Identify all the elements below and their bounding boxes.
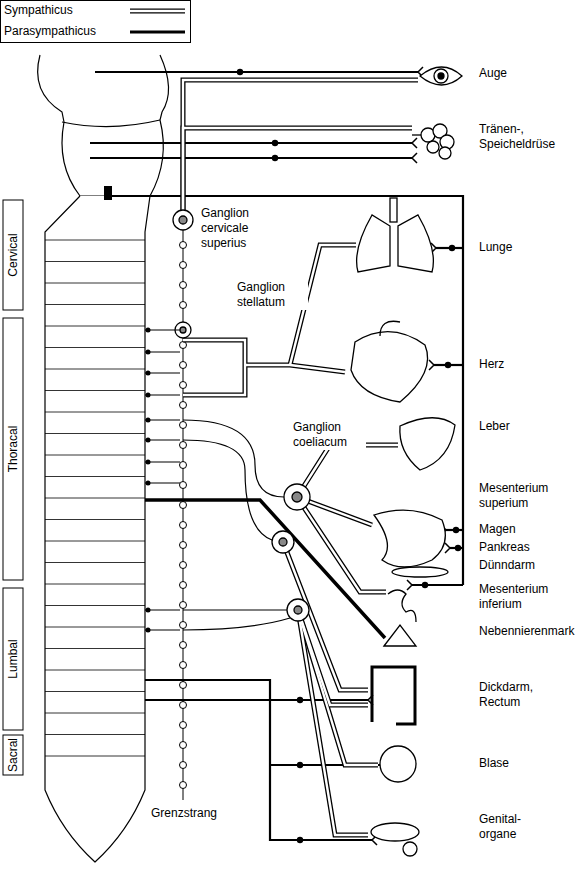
synapse-marks bbox=[145, 67, 461, 845]
part-label: Ganglion coeliacum bbox=[292, 420, 366, 450]
part-label: Dickdarm, Rectum bbox=[478, 680, 555, 710]
part-label: Magen bbox=[478, 522, 517, 537]
part-label: Pankreas bbox=[478, 540, 531, 555]
legend-text: Parasympathicus bbox=[4, 24, 96, 39]
part-label: Leber bbox=[478, 419, 511, 434]
brain-and-cord bbox=[38, 55, 169, 862]
region-label: Thoracal bbox=[6, 425, 21, 474]
part-label: Dünndarm bbox=[478, 558, 536, 573]
part-label: Genital- organe bbox=[478, 812, 532, 842]
region-label: Cervical bbox=[6, 232, 21, 277]
part-label: Ganglion stellatum bbox=[236, 280, 308, 310]
region-brackets bbox=[3, 200, 23, 775]
ganglia bbox=[173, 210, 310, 621]
preganglionic-lines bbox=[183, 420, 290, 630]
part-label: Herz bbox=[478, 357, 505, 372]
parasympathicus-lines bbox=[90, 72, 463, 840]
organs bbox=[351, 67, 462, 856]
region-label: Sacral bbox=[6, 737, 21, 773]
nebennieren-line bbox=[145, 500, 385, 638]
eye bbox=[420, 67, 462, 85]
part-label: Auge bbox=[478, 66, 508, 81]
cord-segments bbox=[45, 240, 145, 756]
legend-text: Sympathicus bbox=[4, 3, 73, 18]
legend-box bbox=[1, 1, 191, 43]
part-label: Nebennierenmark bbox=[478, 624, 575, 639]
part-label: Ganglion cervicale superius bbox=[200, 206, 280, 251]
part-label: Blase bbox=[478, 756, 510, 771]
part-label: Tränen-, Speicheldrüse bbox=[478, 122, 575, 152]
part-label: Grenzstrang bbox=[150, 806, 218, 821]
brainstem-nucleus bbox=[104, 186, 112, 200]
region-label: Lumbal bbox=[6, 638, 21, 679]
part-label: Mesenterium superium bbox=[478, 481, 580, 511]
part-label: Mesenterium inferium bbox=[478, 582, 580, 612]
parasympathicus-sample bbox=[130, 31, 185, 34]
part-label: Lunge bbox=[478, 240, 513, 255]
